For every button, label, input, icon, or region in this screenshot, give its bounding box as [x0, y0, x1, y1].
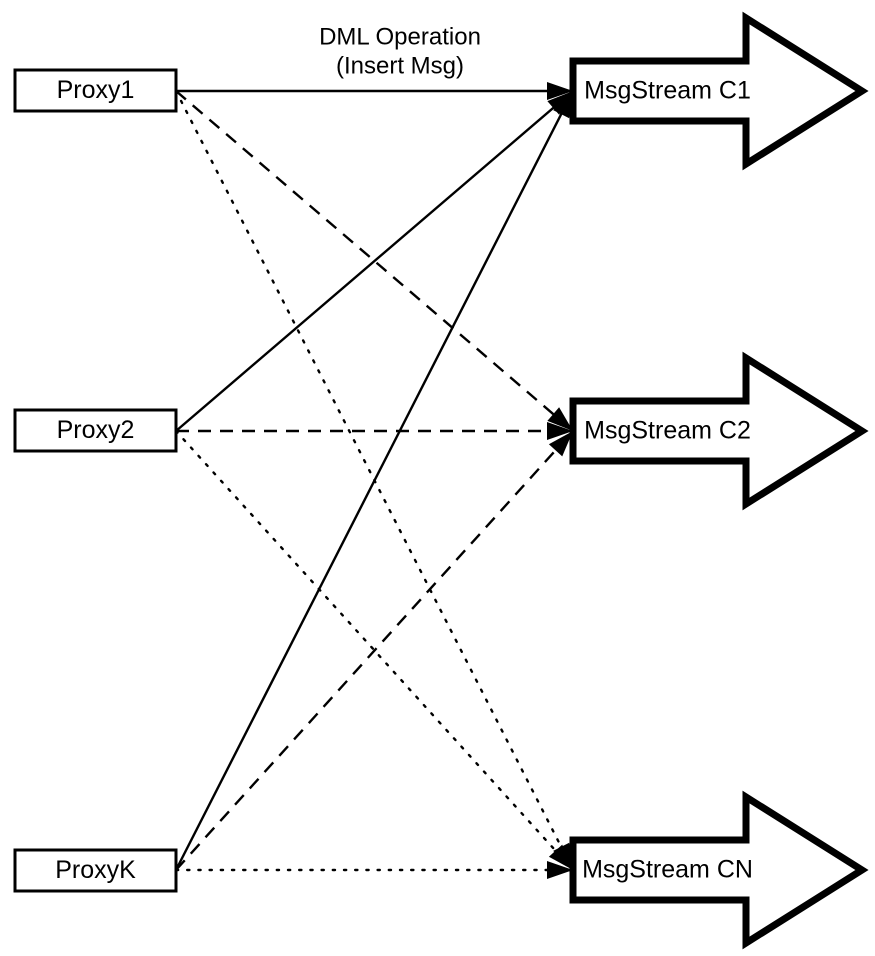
edge-label-line1: DML Operation [319, 23, 481, 50]
arrowhead-proxy1-to-c1 [547, 82, 573, 100]
proxyk-box [13, 848, 178, 893]
streams-layer: MsgStream C1 MsgStream C2 MsgStream CN [569, 11, 869, 950]
stream-c2-label: MsgStream C2 [584, 417, 751, 445]
proxy1-label: Proxy1 [57, 76, 135, 104]
edge-label-dml-operation: DML Operation (Insert Msg) [319, 23, 481, 79]
connections-layer [174, 89, 575, 872]
stream-cn: MsgStream CN [569, 790, 869, 950]
stream-c1-label: MsgStream C1 [584, 77, 751, 105]
stream-c1: MsgStream C1 [569, 11, 869, 171]
proxy2-label: Proxy2 [57, 416, 135, 444]
arrowheads-layer [547, 82, 573, 879]
proxyk: ProxyK [13, 848, 178, 893]
arrowhead-proxy2-to-cn [548, 844, 573, 870]
arrowhead-proxy1-to-c2 [547, 407, 573, 431]
arrowhead-proxyk-to-c2 [548, 431, 573, 457]
proxy1: Proxy1 [13, 68, 178, 113]
proxy2: Proxy2 [13, 408, 178, 453]
proxyk-label: ProxyK [55, 856, 136, 884]
proxy2-box [13, 408, 178, 453]
stream-cn-shape [569, 790, 869, 950]
connection-proxyk-to-c1 [174, 90, 575, 871]
arrowhead-proxyk-to-cn [547, 861, 573, 879]
connection-proxy2-to-cn [174, 429, 575, 872]
arrowhead-proxyk-to-c1 [553, 91, 573, 119]
arrowhead-proxy2-to-c1 [547, 91, 573, 115]
stream-c1-shape [569, 11, 869, 171]
stream-cn-label: MsgStream CN [582, 856, 753, 884]
connection-proxyk-to-c2 [175, 430, 574, 871]
edge-label-line2: (Insert Msg) [336, 52, 464, 79]
stream-c2-shape [569, 351, 869, 511]
arrowhead-proxy2-to-c2 [547, 422, 573, 440]
stream-c2: MsgStream C2 [569, 351, 869, 511]
proxy1-box [13, 68, 178, 113]
connection-proxy2-to-c1 [175, 90, 574, 432]
